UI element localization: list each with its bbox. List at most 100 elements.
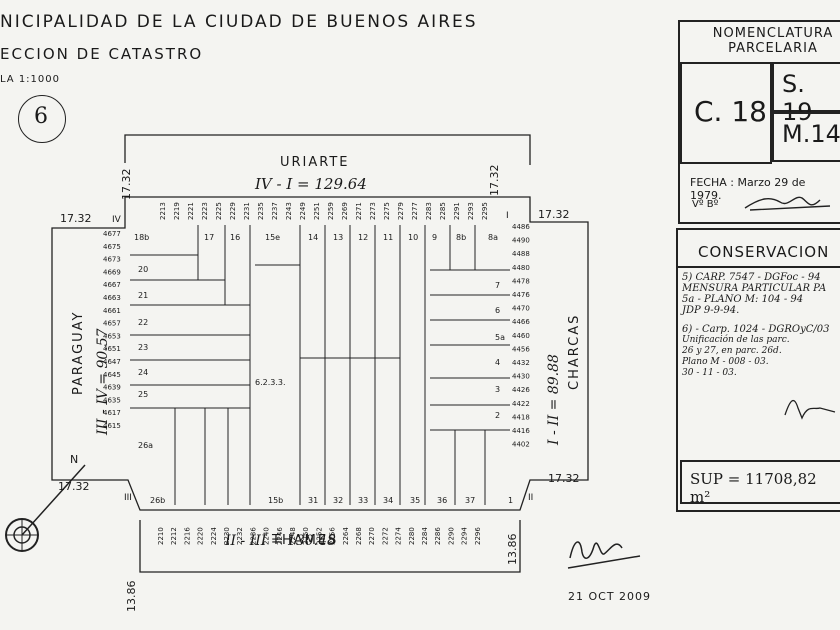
- door-number: 2279: [397, 202, 405, 220]
- door-number: 2295: [481, 202, 489, 220]
- door-number: 2248: [289, 527, 297, 545]
- block-boundary: [51, 196, 589, 511]
- door-number: 2221: [187, 202, 195, 220]
- ochava-measure: 17.32: [548, 472, 580, 485]
- door-number: 2224: [210, 527, 218, 545]
- lot-number: 21: [138, 291, 148, 300]
- lot-number: 3: [495, 385, 500, 394]
- conservacion-entry: Plano M - 008 - 03.: [682, 357, 769, 367]
- lot-number: 5a: [495, 333, 505, 342]
- door-number: 2223: [201, 202, 209, 220]
- lot-number: 14: [308, 233, 318, 242]
- conservacion-title: CONSERVACION: [698, 243, 830, 261]
- door-number: 4639: [103, 384, 121, 392]
- corner-label-i: I: [506, 211, 509, 221]
- door-number: 4470: [512, 305, 530, 313]
- door-number: 4416: [512, 427, 530, 435]
- superficie-value: SUP = 11708,82 m²: [690, 470, 817, 506]
- door-number: 4402: [512, 441, 530, 449]
- street-edge-top: [124, 134, 531, 165]
- conservacion-panel: [676, 228, 840, 512]
- circunscripcion-box: [680, 62, 772, 164]
- door-number: 2259: [327, 202, 335, 220]
- door-number: 2246: [276, 527, 284, 545]
- door-number: 2212: [170, 527, 178, 545]
- door-number: 2251: [313, 202, 321, 220]
- door-number: 2290: [447, 527, 455, 545]
- measurement-left: III - IV = 90.57: [95, 328, 111, 436]
- door-number: 2243: [285, 202, 293, 220]
- door-number: 2210: [157, 527, 165, 545]
- door-number: 2232: [236, 527, 244, 545]
- lot-number: 22: [138, 318, 148, 327]
- lot-number: 24: [138, 368, 148, 377]
- lot-lines: [130, 225, 510, 505]
- lot-number: 36: [437, 496, 447, 505]
- lot-number: 13: [333, 233, 343, 242]
- door-number: 2264: [342, 527, 350, 545]
- door-number: 2252: [315, 527, 323, 545]
- door-number: 4617: [103, 409, 121, 417]
- door-number: 2294: [461, 527, 469, 545]
- lot-number: 8b: [456, 233, 466, 242]
- lot-number: 18b: [134, 233, 149, 242]
- corner-label-ii: II: [528, 493, 533, 503]
- door-number: 2280: [408, 527, 416, 545]
- lot-number: 7: [495, 281, 500, 290]
- lot-number: 33: [358, 496, 368, 505]
- signature: [744, 196, 831, 211]
- date-stamp: 21 OCT 2009: [568, 590, 652, 603]
- measurement-right: I - II = 89.88: [546, 354, 562, 446]
- superficie-box: [680, 460, 840, 504]
- door-number: 2293: [467, 202, 475, 220]
- conservacion-entry: 26 y 27, en parc. 26d.: [682, 346, 782, 356]
- door-number: 4456: [512, 345, 530, 353]
- lot-number: 34: [383, 496, 393, 505]
- door-number: 2240: [263, 527, 271, 545]
- corner-measure: 13.86: [125, 581, 138, 613]
- door-number: 2268: [355, 527, 363, 545]
- door-number: 4647: [103, 358, 121, 366]
- corner-label-iv: IV: [112, 215, 122, 225]
- header-subtitle: ECCION DE CATASTRO: [0, 45, 204, 63]
- lot-number: 25: [138, 390, 148, 399]
- door-number: 2213: [159, 202, 167, 220]
- door-number: 2269: [341, 202, 349, 220]
- door-number: 4426: [512, 386, 530, 394]
- lot-number: 20: [138, 265, 148, 274]
- sheet-number: 6: [34, 104, 48, 129]
- door-number: 2286: [434, 527, 442, 545]
- door-number: 4677: [103, 230, 121, 238]
- door-number: 4422: [512, 400, 530, 408]
- lot-number: 11: [383, 233, 393, 242]
- door-number: 4476: [512, 291, 530, 299]
- lot-number: 23: [138, 343, 148, 352]
- north-arrow-icon: N: [5, 453, 86, 552]
- door-number: 4675: [103, 243, 121, 251]
- lot-number: 1: [508, 496, 513, 505]
- ochava-measure: 17.32: [538, 208, 570, 221]
- conservacion-entry: MENSURA PARTICULAR PA: [682, 283, 827, 294]
- conservacion-entry: 30 - 11 - 03.: [682, 368, 737, 378]
- lot-number: 15b: [268, 496, 283, 505]
- vb-label: Vº Bº: [692, 199, 719, 210]
- door-number: 2273: [369, 202, 377, 220]
- manzana-value: M.14: [782, 120, 840, 148]
- corner-measure: 13.86: [506, 534, 519, 566]
- conservacion-entries: 5) CARP. 7547 - DGFoc - 94 MENSURA PARTI…: [682, 272, 840, 379]
- door-number: 2237: [271, 202, 279, 220]
- lot-number: 26a: [138, 441, 153, 450]
- fecha-label: FECHA : Marzo 29 de 1979.: [690, 176, 806, 202]
- door-number: 4488: [512, 250, 530, 258]
- door-number: 4645: [103, 371, 121, 379]
- conservacion-entry: JDP 9-9-94.: [682, 305, 740, 316]
- lot-number: 12: [358, 233, 368, 242]
- door-number: 4490: [512, 237, 530, 245]
- door-number: 2274: [395, 527, 403, 545]
- lot-number: 9: [432, 233, 437, 242]
- street-label-top: URIARTE: [280, 155, 350, 170]
- door-number: 2283: [425, 202, 433, 220]
- circunscripcion-value: C. 18: [694, 95, 767, 128]
- lot-number: 2: [495, 411, 500, 420]
